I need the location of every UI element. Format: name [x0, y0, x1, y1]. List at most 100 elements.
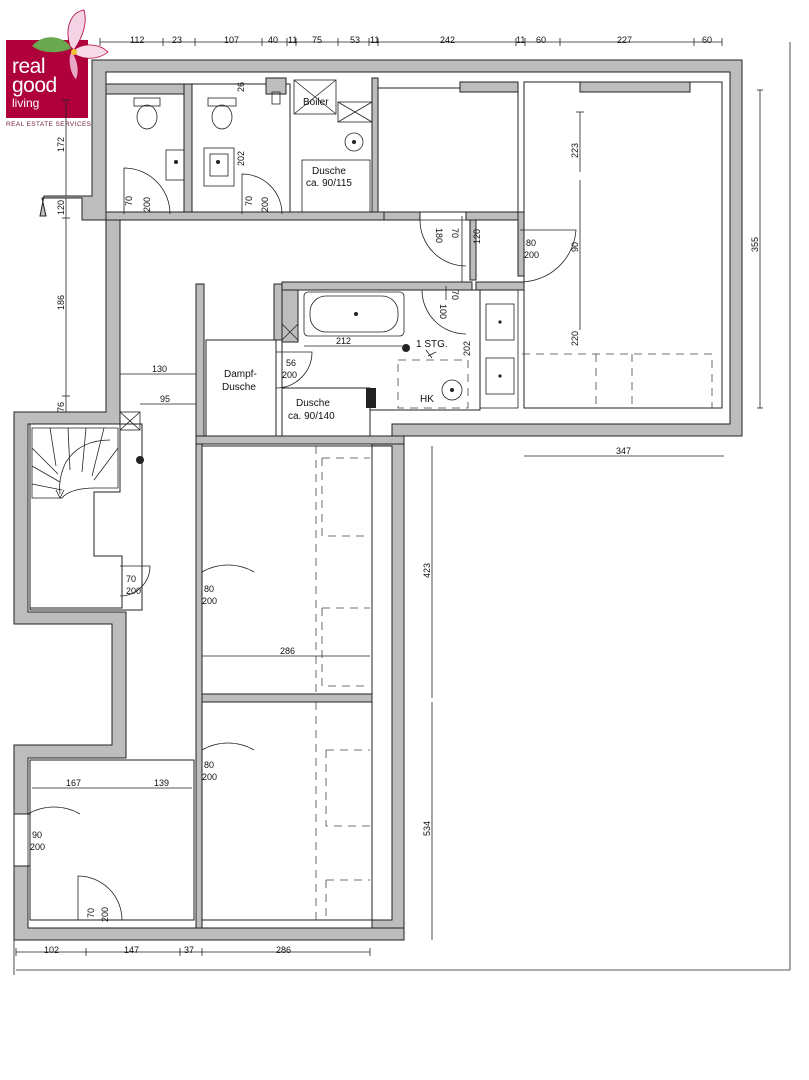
- top-dim-9: 242: [440, 35, 455, 45]
- logo-tagline: REAL ESTATE SERVICES: [6, 121, 92, 128]
- dim-130: 130: [152, 364, 167, 374]
- left-dim-4: 76: [56, 402, 66, 412]
- right-dim-3: 534: [422, 821, 432, 836]
- svg-text:56: 56: [286, 358, 296, 368]
- room-top-mid: [377, 81, 519, 213]
- logo-line-2: good: [12, 74, 57, 97]
- heater-label: HK: [420, 394, 434, 405]
- bottom-dim-1: 102: [44, 945, 59, 955]
- top-dim-12: 227: [617, 35, 632, 45]
- dim-223: 223: [570, 143, 580, 158]
- top-dim-7: 53: [350, 35, 360, 45]
- dim-100: 100: [438, 304, 448, 319]
- shower-1-size: ca. 90/115: [306, 178, 352, 189]
- door-room-top-right: 80 200: [519, 229, 577, 283]
- bottom-dim-2: 147: [124, 945, 139, 955]
- svg-text:70: 70: [86, 908, 96, 918]
- boiler-label: Boiler: [303, 97, 329, 108]
- steam-shower-label-1: Dampf-: [224, 369, 257, 380]
- orchid-logo-icon: [32, 9, 109, 81]
- door-wc-1: 70 200: [123, 167, 171, 215]
- door-steam-shower: 56 200: [275, 351, 313, 389]
- left-dimension-chain: 172 120 186 76: [56, 99, 70, 421]
- svg-text:70: 70: [244, 196, 254, 206]
- top-dim-8: 11: [370, 35, 379, 45]
- bottom-dim-3: 37: [184, 945, 194, 955]
- boiler-room: Boiler: [293, 79, 373, 123]
- door-bedroom-2: 80 200: [201, 742, 255, 796]
- svg-text:80: 80: [204, 584, 214, 594]
- door-stairs: 70 200: [119, 565, 151, 597]
- bedroom-2: [201, 701, 373, 921]
- right-dim-1: 355: [750, 237, 760, 252]
- top-dim-1: 112: [130, 35, 144, 45]
- dim-120: 120: [472, 229, 482, 244]
- dim-70a: 70: [450, 228, 460, 238]
- svg-text:200: 200: [202, 772, 217, 782]
- shower-2-label: Dusche: [296, 398, 330, 409]
- steam-shower-label-2: Dusche: [222, 382, 256, 393]
- top-dim-10: 11: [516, 35, 525, 45]
- svg-text:70: 70: [126, 574, 136, 584]
- dim-90: 90: [570, 242, 580, 252]
- svg-text:80: 80: [526, 238, 536, 248]
- left-dim-1: 172: [56, 137, 66, 152]
- entrance-room: 167 139: [13, 759, 195, 921]
- svg-text:80: 80: [204, 760, 214, 770]
- bottom-dim-4: 286: [276, 945, 291, 955]
- dim-139: 139: [154, 778, 169, 788]
- logo-line-1: real: [12, 55, 46, 78]
- svg-text:200: 200: [260, 197, 270, 212]
- svg-text:200: 200: [202, 596, 217, 606]
- svg-text:200: 200: [524, 250, 539, 260]
- bottom-dimension-chain: 102 147 37 286: [15, 945, 371, 956]
- door-room-top-mid: 180 70: [419, 219, 467, 267]
- steam-shower: Dampf- Dusche: [205, 339, 277, 437]
- door-wc-2: 70 200: [241, 173, 283, 215]
- left-dim-3: 186: [56, 295, 66, 310]
- svg-text:200: 200: [30, 842, 45, 852]
- dim-167: 167: [66, 778, 81, 788]
- dim-95: 95: [160, 394, 170, 404]
- bedroom-1: 286: [201, 445, 373, 695]
- dim-26: 26: [236, 82, 246, 92]
- dim-202-top: 202: [236, 151, 246, 166]
- top-dim-13: 60: [702, 35, 712, 45]
- svg-text:200: 200: [142, 197, 152, 212]
- svg-text:70: 70: [124, 196, 134, 206]
- right-dim-2: 423: [422, 563, 432, 578]
- dim-202-bath: 202: [462, 341, 472, 356]
- staircase: [29, 411, 144, 611]
- shower-2: Dusche ca. 90/140: [281, 387, 376, 441]
- svg-text:200: 200: [282, 370, 297, 380]
- bathroom: 212 202 1 STG. HK 100: [281, 286, 519, 411]
- right-dimension-chain: 355 423 534 347: [422, 89, 763, 940]
- top-dim-5: 11: [288, 35, 297, 45]
- dim-220: 220: [570, 331, 580, 346]
- top-dim-4: 40: [268, 35, 278, 45]
- top-dim-6: 75: [312, 35, 322, 45]
- door-entrance: 90 200: [27, 806, 81, 866]
- svg-text:200: 200: [100, 907, 110, 922]
- top-dim-2: 23: [172, 35, 182, 45]
- dim-286: 286: [280, 646, 295, 656]
- dim-347: 347: [616, 446, 631, 456]
- left-dim-2: 120: [56, 200, 66, 215]
- svg-text:200: 200: [126, 586, 141, 596]
- door-bedroom-1: 80 200: [201, 564, 255, 618]
- dim-70b: 70: [450, 290, 460, 300]
- door-bathroom: 70 120: [421, 229, 482, 335]
- top-dimension-chain: 112 23 107 40 11 75 53 11 242 11 60 227 …: [99, 35, 723, 46]
- step-label: 1 STG.: [416, 339, 448, 350]
- svg-text:90: 90: [32, 830, 42, 840]
- door-entrance-bottom: 70 200: [77, 875, 123, 922]
- logo-line-3: living: [12, 96, 40, 110]
- shower-1-label: Dusche: [312, 166, 346, 177]
- shower-2-size: ca. 90/140: [288, 411, 335, 422]
- top-dim-11: 60: [536, 35, 546, 45]
- dim-180: 180: [434, 228, 444, 243]
- top-dim-3: 107: [224, 35, 239, 45]
- dim-212: 212: [336, 336, 351, 346]
- room-top-right: 223 90 220: [522, 81, 723, 409]
